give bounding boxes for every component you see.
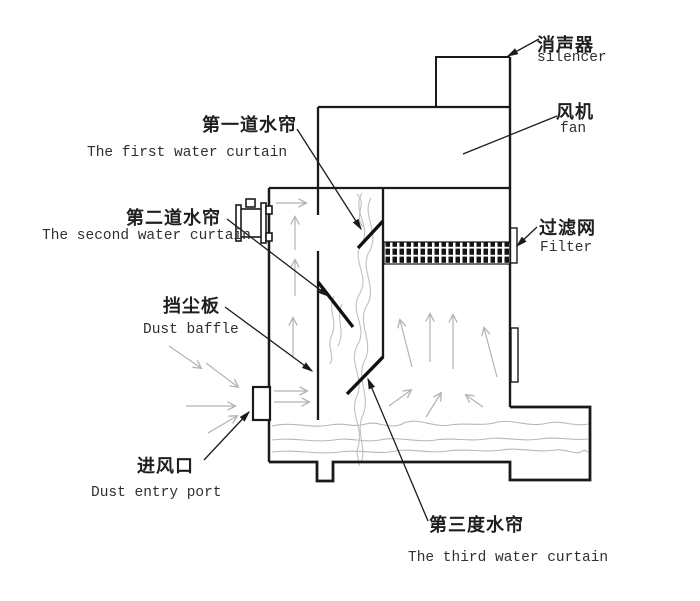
airflow-arrow xyxy=(388,388,413,407)
fan-label-en: fan xyxy=(560,121,587,137)
filter-leader-line xyxy=(515,226,538,248)
airflow-arrow xyxy=(207,415,239,434)
entry-port-label-en: Dust entry port xyxy=(91,485,222,501)
water-surface-line xyxy=(271,437,589,442)
silencer-box xyxy=(435,56,510,107)
fan-leader-line xyxy=(462,115,558,155)
silencer-leader-line xyxy=(506,38,540,57)
airflow-arrow xyxy=(481,326,498,378)
curtain-flow-line xyxy=(356,193,364,228)
curtain-baffle-3 xyxy=(345,355,385,396)
dust-baffle-label-zh: 挡尘板 xyxy=(163,296,220,317)
water-surface-line xyxy=(271,448,589,454)
fan-label-zh: 风机 xyxy=(556,102,594,123)
third-curtain-label-en: The third water curtain xyxy=(408,550,609,566)
inlet-pipe-fixture xyxy=(235,198,273,244)
second-curtain-leader-line xyxy=(226,218,330,297)
dust-baffle-label-en: Dust baffle xyxy=(143,322,239,338)
entry-port xyxy=(251,385,272,422)
water-surface-line xyxy=(271,420,589,427)
entry-port-leader-line xyxy=(203,410,251,461)
silencer-label-en: silencer xyxy=(537,50,607,66)
curtain-baffle-2 xyxy=(316,280,355,329)
curtain-baffle-1 xyxy=(356,219,385,250)
curtain-flow-line xyxy=(337,303,343,347)
airflow-arrow xyxy=(464,393,484,408)
filter-label-en: Filter xyxy=(540,240,593,256)
filter-mesh xyxy=(383,227,518,265)
airflow-arrows xyxy=(168,198,498,434)
access-panel xyxy=(510,327,519,383)
third-curtain-leader-line xyxy=(367,377,429,522)
entry-port-label-zh: 进风口 xyxy=(137,456,194,477)
third-curtain-label-zh: 第三度水帘 xyxy=(429,515,524,536)
airflow-arrow xyxy=(425,391,443,418)
first-curtain-label-zh: 第一道水帘 xyxy=(202,115,297,136)
first-curtain-label-en: The first water curtain xyxy=(87,145,288,161)
water-surface xyxy=(271,420,589,454)
second-curtain-label-en: The second water curtain xyxy=(42,228,251,244)
curtain-flow-line xyxy=(359,197,374,464)
tank-bottom xyxy=(269,405,592,483)
leader-lines xyxy=(203,38,558,522)
airflow-arrow xyxy=(205,362,240,389)
second-curtain-label-zh: 第二道水帘 xyxy=(126,208,221,229)
dust-baffle-leader-line xyxy=(224,306,314,372)
curtain-flow-line xyxy=(329,295,335,365)
airflow-arrow xyxy=(168,345,203,370)
fan-housing xyxy=(316,105,510,188)
silencer-label-zh: 消声器 xyxy=(537,35,594,56)
airflow-arrow xyxy=(397,318,413,368)
first-curtain-leader-line xyxy=(296,128,362,231)
filter-label-zh: 过滤网 xyxy=(539,218,596,239)
